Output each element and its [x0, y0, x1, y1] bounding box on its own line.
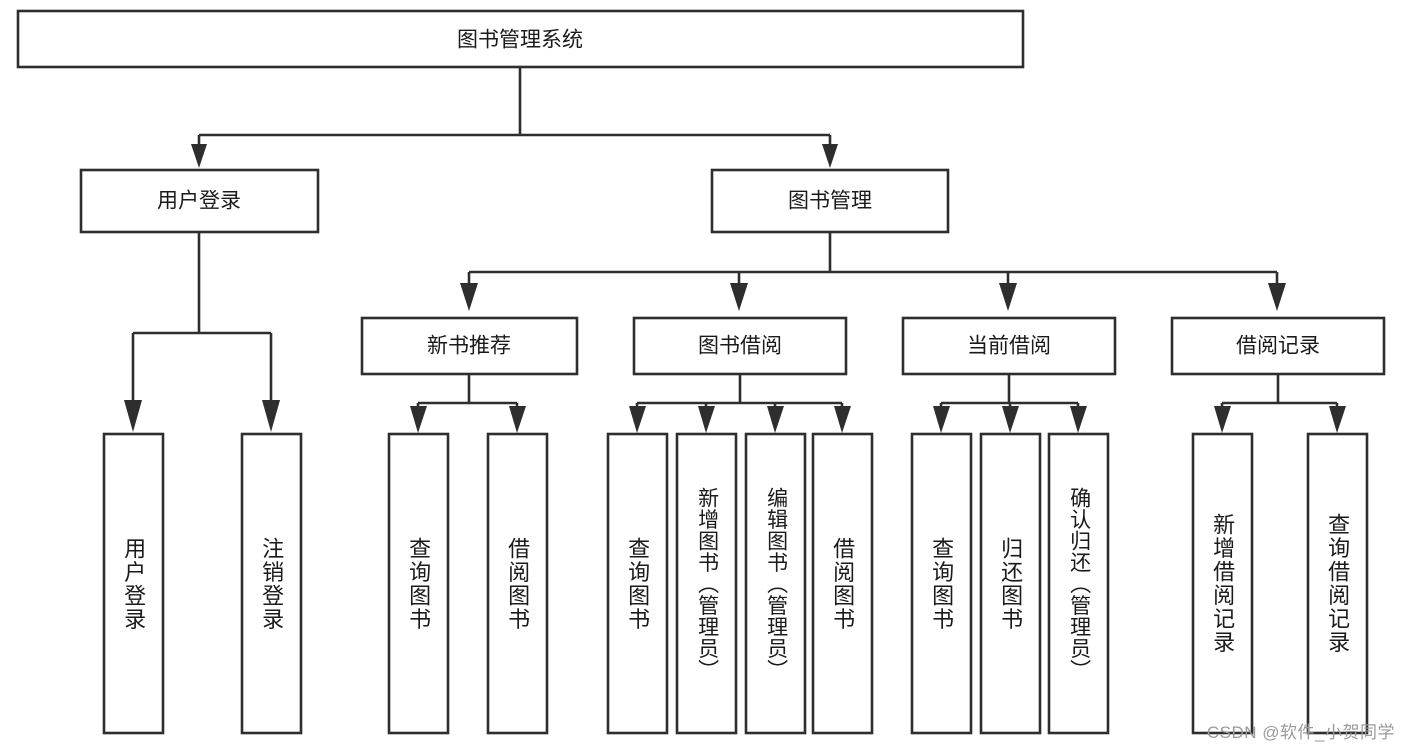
connector-new-book-recommend-to-leaves: [410, 374, 526, 433]
node-book-borrow-label: 图书借阅: [698, 335, 782, 358]
arrow-head-icon: [1214, 406, 1231, 433]
arrow-head-icon: [191, 144, 207, 168]
arrow-head-icon: [124, 400, 142, 432]
arrow-head-icon: [1002, 406, 1019, 433]
leaf-box-borrow-book-1[interactable]: [486, 432, 549, 735]
arrow-head-icon: [1329, 406, 1346, 433]
node-root[interactable]: 图书管理系统: [16, 9, 1025, 69]
node-borrow-record[interactable]: 借阅记录: [1170, 316, 1386, 376]
leaf-box-query-book-1[interactable]: [387, 432, 450, 735]
node-root-label: 图书管理系统: [457, 29, 583, 52]
arrow-head-icon: [262, 400, 280, 432]
leaf-box-logout[interactable]: [240, 432, 303, 735]
connector-current-borrow-to-leaves: [933, 374, 1087, 433]
node-current-borrow-rect[interactable]: [901, 316, 1117, 376]
arrow-head-icon: [767, 406, 784, 433]
node-current-borrow[interactable]: 当前借阅: [901, 316, 1117, 376]
arrow-head-icon: [1268, 283, 1286, 311]
arrow-head-icon: [509, 406, 526, 433]
node-root-rect[interactable]: [16, 9, 1025, 69]
arrow-head-icon: [1070, 406, 1087, 433]
leaf-box-borrow-book-2[interactable]: [811, 432, 874, 735]
leaf-box-query-book-3[interactable]: [910, 432, 973, 735]
leaf-box-query-borrow-record[interactable]: [1306, 432, 1369, 735]
arrow-head-icon: [698, 406, 715, 433]
arrow-head-icon: [834, 406, 851, 433]
node-borrow-record-label: 借阅记录: [1236, 335, 1320, 358]
arrow-head-icon: [999, 283, 1017, 311]
node-new-book-recommend-rect[interactable]: [360, 316, 579, 376]
node-user-login[interactable]: 用户登录: [79, 168, 320, 234]
node-user-login-rect[interactable]: [79, 168, 320, 234]
node-new-book-recommend-label: 新书推荐: [427, 335, 511, 358]
node-user-login-label: 用户登录: [157, 190, 241, 213]
leaf-box-query-book-2[interactable]: [606, 432, 669, 735]
arrow-head-icon: [460, 283, 478, 311]
node-book-management-label: 图书管理: [788, 190, 872, 213]
connector-user-login-to-leaves: [124, 232, 280, 432]
arrow-head-icon: [933, 406, 950, 433]
leaf-box-return-book[interactable]: [979, 432, 1042, 735]
watermark-text: CSDN @软件_小贺同学: [1206, 723, 1395, 742]
leaf-box-add-borrow-record[interactable]: [1191, 432, 1254, 735]
connector-borrow-record-to-leaves: [1214, 374, 1346, 433]
connector-root-to-level1: [191, 67, 838, 168]
arrow-head-icon: [822, 144, 838, 168]
node-current-borrow-label: 当前借阅: [967, 335, 1051, 358]
arrow-head-icon: [730, 283, 748, 311]
arrow-head-icon: [629, 406, 646, 433]
node-new-book-recommend[interactable]: 新书推荐: [360, 316, 579, 376]
connector-book-management-to-level2: [460, 232, 1286, 311]
arrow-head-icon: [410, 406, 427, 433]
leaf-box-add-book-admin[interactable]: [675, 432, 738, 735]
node-book-borrow[interactable]: 图书借阅: [632, 316, 848, 376]
connector-book-borrow-to-leaves: [629, 374, 851, 433]
leaf-box-confirm-return-admin[interactable]: [1047, 432, 1110, 735]
leaf-box-edit-book-admin[interactable]: [744, 432, 807, 735]
node-book-management[interactable]: 图书管理: [710, 168, 950, 234]
leaf-box-user-login[interactable]: [102, 432, 165, 735]
